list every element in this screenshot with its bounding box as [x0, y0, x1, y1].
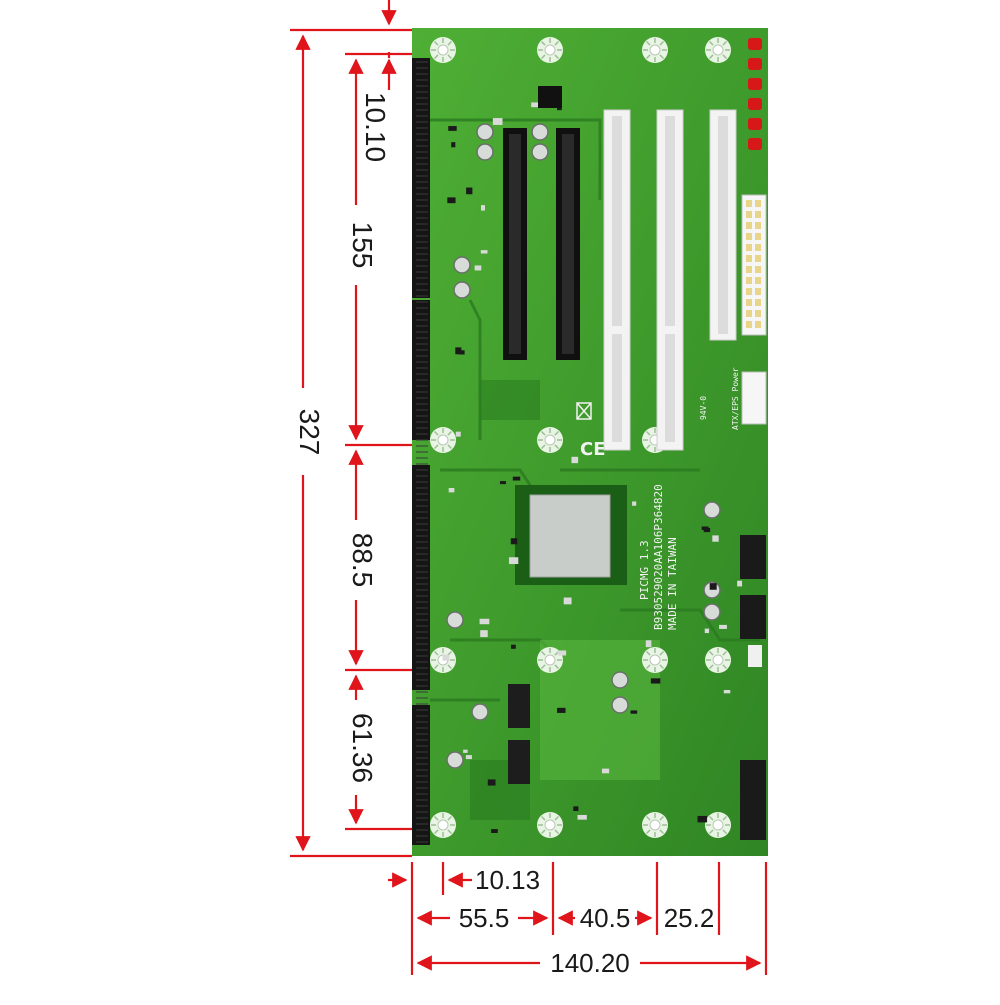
label-10-13: 10.13: [475, 865, 540, 895]
edge-connector-pins: [416, 61, 428, 843]
mounting-hole: [642, 812, 668, 838]
label-10-10: 10.10: [360, 92, 391, 162]
label-155: 155: [347, 222, 378, 269]
mounting-hole: [705, 647, 731, 673]
led-icon: [748, 98, 762, 110]
mounting-hole: [430, 427, 456, 453]
smd-components: [442, 86, 743, 834]
pcie-switch-chip: [515, 485, 627, 585]
silk-power-label: ATX/EPS Power: [731, 367, 740, 430]
dimension-labels: 327 10.10 155 88.5 61.36 10.13 55.5 40.5…: [294, 92, 714, 978]
dimension-lines: [290, 0, 768, 975]
capacitor-icon: [476, 143, 494, 161]
edge-connectors: [412, 58, 430, 845]
led-icon: [748, 118, 762, 130]
pcie-slots: [503, 128, 580, 360]
capacitor-icon: [703, 603, 721, 621]
capacitors: [446, 123, 721, 769]
mounting-hole: [537, 647, 563, 673]
sata-connectors: [508, 684, 530, 784]
led-icon: [748, 58, 762, 70]
eps-power-connector: [741, 371, 767, 425]
capacitor-icon: [531, 143, 549, 161]
ce-mark: CE: [580, 439, 606, 460]
mounting-hole: [430, 37, 456, 63]
pcb-copper-area-3: [480, 380, 540, 420]
silk-serial: B930529020AA106P364820: [652, 484, 665, 630]
led-icon: [748, 38, 762, 50]
pcb-board: PICMG 1.3 B930529020AA106P364820 MADE IN…: [412, 28, 768, 856]
capacitor-icon: [446, 751, 464, 769]
edge-connector-2: [412, 300, 430, 440]
label-55-5: 55.5: [459, 903, 510, 933]
capacitor-icon: [531, 123, 549, 141]
chip-heatspreader: [529, 494, 611, 578]
label-140-20: 140.20: [550, 948, 630, 978]
pin-headers: [740, 535, 766, 840]
label-61-36: 61.36: [347, 713, 378, 783]
label-88-5: 88.5: [347, 533, 378, 588]
capacitor-icon: [453, 256, 471, 274]
capacitor-icon: [703, 501, 721, 519]
capacitor-icon: [611, 671, 629, 689]
mounting-hole: [537, 427, 563, 453]
label-total-height: 327: [294, 409, 325, 456]
bridge-chip: [538, 86, 562, 108]
capacitor-icon: [446, 611, 464, 629]
atx-power-connector: [741, 194, 767, 336]
led-icon: [748, 138, 762, 150]
capacitor-icon: [453, 281, 471, 299]
pci-slots: [603, 109, 737, 451]
led-icon: [748, 78, 762, 90]
edge-connector-1: [412, 58, 430, 298]
label-25-2: 25.2: [664, 903, 715, 933]
mounting-hole: [642, 647, 668, 673]
mounting-hole: [705, 37, 731, 63]
capacitor-icon: [611, 696, 629, 714]
status-leds: [748, 38, 762, 150]
mounting-hole: [705, 812, 731, 838]
silk-origin: MADE IN TAIWAN: [666, 537, 679, 630]
weee-icon: [576, 402, 592, 420]
mounting-hole: [642, 37, 668, 63]
silk-model: PICMG 1.3: [638, 540, 651, 600]
capacitor-icon: [476, 123, 494, 141]
mounting-hole: [537, 37, 563, 63]
mounting-holes: [430, 37, 731, 838]
mounting-hole: [430, 812, 456, 838]
capacitor-icon: [471, 703, 489, 721]
silk-94v0: 94V-0: [699, 396, 708, 420]
label-40-5: 40.5: [580, 903, 631, 933]
silkscreen: PICMG 1.3 B930529020AA106P364820 MADE IN…: [576, 367, 740, 630]
mounting-hole: [537, 812, 563, 838]
